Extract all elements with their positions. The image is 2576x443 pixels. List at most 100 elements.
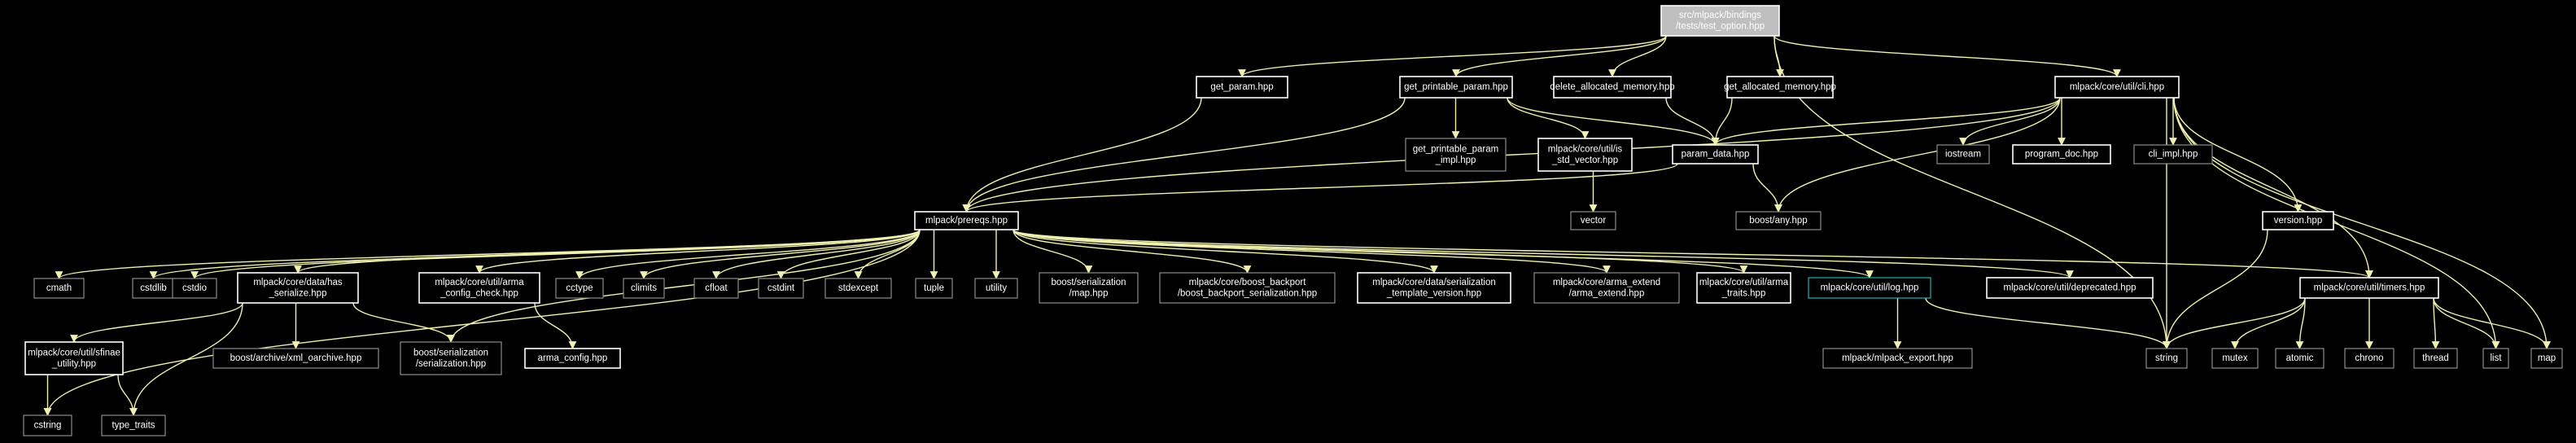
edge-cli-to-map [2173,97,2551,349]
edge-prereqs-to-cstdio [190,229,921,279]
edge-timers-to-thread [2431,297,2440,349]
node-map[interactable]: map [2530,348,2563,369]
edge-get_printable_param-to-prereqs [962,97,1406,213]
node-box [2344,348,2394,369]
node-cctype[interactable]: cctype [555,278,604,299]
node-get-allocated-memory[interactable]: get_allocated_memory.hpp [1724,76,1836,99]
node-type-traits[interactable]: type_traits [101,414,166,436]
edge-param_data-to-boost_any [1752,163,1782,213]
node-tuple[interactable]: tuple [915,278,953,299]
node-delete-allocated-memory[interactable]: delete_allocated_memory.hpp [1550,76,1675,99]
node-box [1808,277,1931,299]
node-arma-extend[interactable]: mlpack/core/arma_extend/arma_extend.hpp [1533,272,1680,304]
node-get-printable-param[interactable]: get_printable_param.hpp [1399,76,1513,99]
node-label: arma_config.hpp [538,353,608,363]
node-cstdio[interactable]: cstdio [172,278,217,299]
node-cfloat[interactable]: cfloat [693,278,739,299]
node-arma-config[interactable]: arma_config.hpp [524,348,621,369]
node-get-param[interactable]: get_param.hpp [1196,76,1288,99]
node-label: map [2538,353,2556,363]
node-stdexcept[interactable]: stdexcept [824,278,892,299]
node-box [1405,138,1507,172]
edge-prereqs-to-arma_config_check [475,229,921,274]
node-boost-ser-map[interactable]: boost/serialization/map.hpp [1039,272,1139,304]
node-box [1672,144,1759,164]
node-xml-oarchive[interactable]: boost/archive/xml_oarchive.hpp [212,348,379,369]
node-param-data[interactable]: param_data.hpp [1672,144,1759,164]
node-box [2530,348,2563,369]
node-label: boost/serialization [1051,278,1126,287]
node-box [2482,348,2509,369]
node-gpp-impl[interactable]: get_printable_param_impl.hpp [1405,138,1507,172]
node-box [172,278,217,299]
node-box [1159,272,1336,304]
node-box [1357,272,1511,304]
node-label: cstdint [768,283,795,293]
edge-cli-to-iostream [1959,97,2061,146]
node-deprecated[interactable]: mlpack/core/util/deprecated.hpp [1986,277,2154,299]
node-cli[interactable]: mlpack/core/util/cli.hpp [2054,76,2180,99]
node-label: _template_version.hpp [1386,288,1481,298]
node-label: get_printable_param [1413,144,1499,154]
node-mlpack-export[interactable]: mlpack/mlpack_export.hpp [1822,348,1973,369]
node-cmath[interactable]: cmath [33,278,85,299]
node-prereqs[interactable]: mlpack/prereqs.hpp [914,211,1019,230]
edge-prereqs-to-timers [1012,229,2373,279]
edge-get_printable_param-to-is_std_vector [1507,97,1590,139]
node-string[interactable]: string [2145,348,2188,369]
edge-arma_config_check-to-arma_config [534,302,577,349]
node-label: mlpack/core/util/is [1548,144,1623,154]
node-box [1570,211,1616,230]
node-climits[interactable]: climits [623,278,665,299]
node-cstring[interactable]: cstring [23,414,72,436]
node-arma-traits[interactable]: mlpack/core/util/arma_traits.hpp [1696,272,1791,304]
node-label: get_allocated_memory.hpp [1724,82,1836,92]
node-utility[interactable]: utility [974,278,1018,299]
node-thread[interactable]: thread [2413,348,2458,369]
node-boost-any[interactable]: boost/any.hpp [1735,211,1822,230]
node-label: /boost_backport_serialization.hpp [1178,288,1317,298]
node-ser-template-version[interactable]: mlpack/core/data/serialization_template_… [1357,272,1511,304]
node-label: cstdlib [140,283,167,293]
node-boost-backport[interactable]: mlpack/core/boost_backport/boost_backpor… [1159,272,1336,304]
node-is-std-vector[interactable]: mlpack/core/util/is_std_vector.hpp [1537,138,1633,172]
node-chrono[interactable]: chrono [2344,348,2394,369]
node-box [33,278,85,299]
node-vector[interactable]: vector [1570,211,1616,230]
node-arma-config-check[interactable]: mlpack/core/util/arma_config_check.hpp [418,272,540,304]
node-box [2012,144,2111,164]
node-list[interactable]: list [2482,348,2509,369]
node-cstdlib[interactable]: cstdlib [132,278,175,299]
edge-has_serialize-to-type_traits [129,302,243,416]
node-root[interactable]: src/mlpack/bindings/tests/test_option.hp… [1660,5,1780,37]
node-cstdint[interactable]: cstdint [758,278,804,299]
node-mutex[interactable]: mutex [2211,348,2259,369]
node-box [1660,5,1780,37]
node-label: climits [631,283,657,293]
node-atomic[interactable]: atomic [2275,348,2325,369]
node-box [1696,272,1791,304]
node-box [1399,76,1513,99]
node-label: get_param.hpp [1210,82,1273,92]
node-version[interactable]: version.hpp [2262,211,2334,230]
node-label: mlpack/core/data/has [253,278,343,287]
node-label: src/mlpack/bindings [1679,11,1761,20]
node-has-serialize[interactable]: mlpack/core/data/has_serialize.hpp [237,272,359,304]
node-box [915,278,953,299]
node-timers[interactable]: mlpack/core/util/timers.hpp [2299,277,2439,299]
edge-cli-to-timers [2173,97,2373,279]
node-log[interactable]: mlpack/core/util/log.hpp [1808,277,1931,299]
node-iostream[interactable]: iostream [1936,144,1990,164]
node-cli-impl[interactable]: cli_impl.hpp [2133,144,2213,164]
node-box [1735,211,1822,230]
node-label: mlpack/core/util/timers.hpp [2314,283,2425,293]
node-sfinae[interactable]: mlpack/core/util/sfinae_utility.hpp [24,341,124,375]
node-label: mlpack/core/data/serialization [1372,278,1496,287]
node-box [1039,272,1139,304]
node-box [693,278,739,299]
node-box [524,348,621,369]
edge-timers-to-atomic [2295,297,2306,349]
node-program-doc[interactable]: program_doc.hpp [2012,144,2111,164]
node-box [400,341,502,375]
node-boost-ser-serialization[interactable]: boost/serialization/serialization.hpp [400,341,502,375]
